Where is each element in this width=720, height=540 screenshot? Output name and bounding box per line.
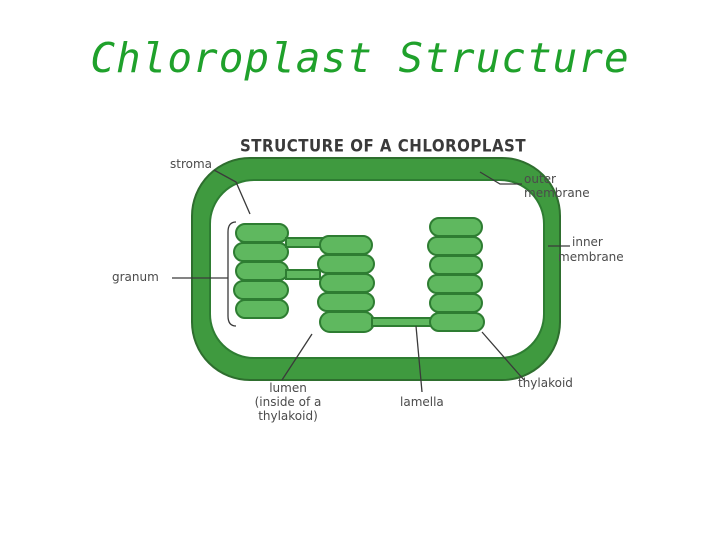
lamella-bottom xyxy=(371,317,435,327)
granum-left xyxy=(233,223,289,319)
slide-title: Chloroplast Structure xyxy=(90,34,630,82)
label-lumen-line3: thylakoid) xyxy=(258,409,318,423)
label-outer-membrane-line2: membrane xyxy=(524,186,590,200)
lamella-upper xyxy=(285,237,325,248)
granum-right xyxy=(427,217,485,332)
leader-lines xyxy=(172,169,570,393)
outer-membrane-leader xyxy=(479,171,522,185)
label-inner-membrane-line1: inner xyxy=(572,235,603,249)
granum-bracket xyxy=(227,221,237,327)
label-lamella: lamella xyxy=(400,395,444,409)
label-lumen-line1: lumen xyxy=(269,381,307,395)
label-stroma: stroma xyxy=(170,157,213,171)
label-outer-membrane-line1: outer xyxy=(524,172,556,186)
label-granum: granum xyxy=(112,270,159,284)
label-inner-membrane-line2: membrane xyxy=(558,250,624,264)
label-thylakoid: thylakoid xyxy=(518,376,573,390)
lamella-mid xyxy=(285,269,321,280)
label-lumen-line2: (inside of a xyxy=(254,395,322,409)
stroma-leader xyxy=(213,169,251,215)
granum-middle xyxy=(317,235,375,333)
lumen-leader xyxy=(281,333,313,381)
figure-title: STRUCTURE OF A CHLOROPLAST xyxy=(240,136,527,156)
thylakoid-leader xyxy=(481,331,525,381)
lamella-leader xyxy=(415,325,423,393)
